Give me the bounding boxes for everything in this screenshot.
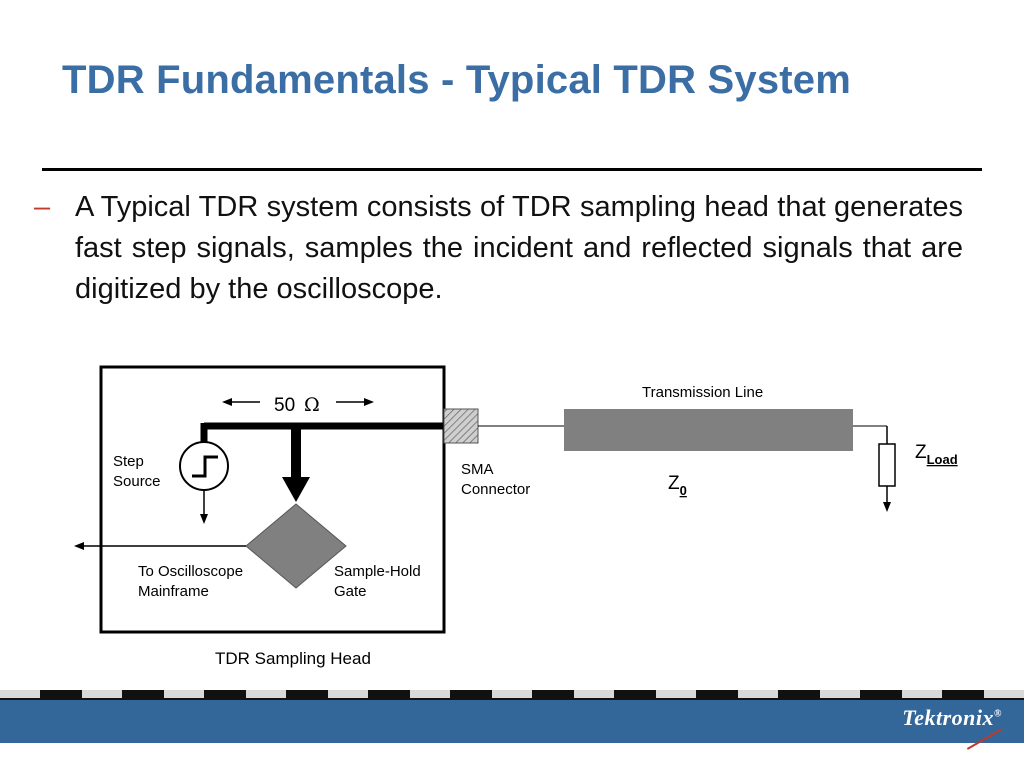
title-underline xyxy=(42,168,982,171)
z-load-base: Z xyxy=(915,442,927,463)
step-source-icon xyxy=(179,441,229,524)
footer-stripe-pattern xyxy=(0,690,1024,698)
bullet-dash-marker: – xyxy=(34,191,51,223)
sampling-head-caption: TDR Sampling Head xyxy=(215,649,371,668)
step-source-label-line1: Step xyxy=(113,453,144,470)
logo-registered-mark: ® xyxy=(994,708,1002,720)
z0-subscript: 0 xyxy=(680,483,687,498)
internal-wiring xyxy=(200,422,446,502)
resistance-value: 50 xyxy=(274,395,295,416)
sample-hold-label-line1: Sample-Hold xyxy=(334,563,421,580)
load-resistor-icon xyxy=(878,426,896,512)
z0-base: Z xyxy=(668,473,680,494)
omega-symbol: Ω xyxy=(304,394,320,416)
sma-label-line1: SMA xyxy=(461,461,494,478)
sma-label-line2: Connector xyxy=(461,481,530,498)
step-source-label-line2: Source xyxy=(113,473,161,490)
z-load-subscript: Load xyxy=(927,452,958,467)
sample-hold-gate-diamond xyxy=(245,503,347,589)
sample-hold-label-line2: Gate xyxy=(334,583,367,600)
transmission-line-label: Transmission Line xyxy=(642,384,763,401)
z0-label: Z0 xyxy=(668,473,687,498)
sma-connector-block xyxy=(443,408,479,444)
slide-title: TDR Fundamentals - Typical TDR System xyxy=(62,58,852,102)
fifty-ohm-label: 50 Ω xyxy=(222,394,374,416)
sampling-head-box xyxy=(99,365,446,634)
footer-bar xyxy=(0,700,1024,743)
tektronix-logo: Tektronix® xyxy=(902,705,1002,731)
z-load-label: ZLoad xyxy=(915,442,958,467)
oscilloscope-output-arrow xyxy=(74,542,246,550)
bullet-text: A Typical TDR system consists of TDR sam… xyxy=(75,191,963,305)
logo-text: Tektronix xyxy=(902,705,995,730)
transmission-line-block xyxy=(564,409,853,451)
to-oscilloscope-label-line2: Mainframe xyxy=(138,583,209,600)
to-oscilloscope-label-line1: To Oscilloscope xyxy=(138,563,243,580)
